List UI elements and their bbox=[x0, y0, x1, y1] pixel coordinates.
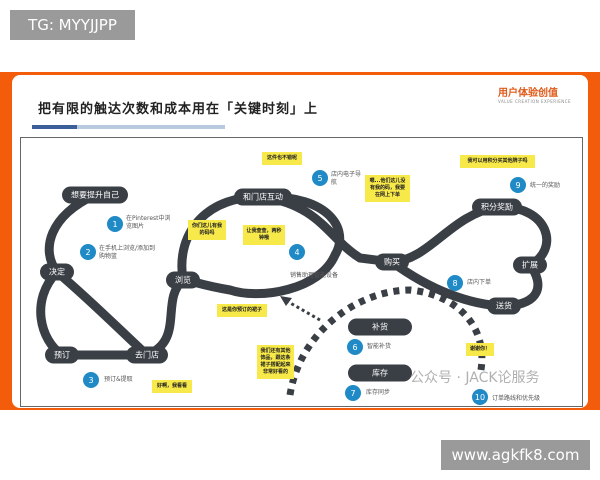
speech-bubble: 嗯...他们这儿没有我的码，我要在网上下单 bbox=[365, 175, 410, 202]
speech-bubble: 谢谢你！ bbox=[466, 343, 494, 356]
stage-buy: 购买 bbox=[375, 253, 409, 271]
step-3-text: 预订&提取 bbox=[104, 376, 133, 383]
step-10-badge: 10 bbox=[472, 389, 488, 405]
title-underline bbox=[32, 125, 225, 129]
slide-title: 把有限的触达次数和成本用在「关键时刻」上 bbox=[38, 102, 319, 117]
dotted-arrow-path bbox=[284, 298, 321, 322]
road-path bbox=[258, 192, 552, 270]
step-4-badge: 4 bbox=[289, 244, 305, 260]
step-6-badge: 6 bbox=[347, 339, 363, 355]
step-2-badge: 2 bbox=[80, 244, 96, 260]
step-7-badge: 7 bbox=[345, 385, 361, 401]
speech-bubble: 我们还有其他饰品，跟这条裙子搭配起来非常好看的 bbox=[257, 345, 294, 379]
stage-delivery: 送货 bbox=[487, 297, 521, 315]
speech-bubble: 你们这儿有我的码吗 bbox=[188, 220, 226, 240]
stage-inventory: 库存 bbox=[348, 364, 412, 382]
step-2-text: 在手机上浏览/添加到购物篮 bbox=[99, 245, 156, 260]
speech-bubble: 这件也不错呢 bbox=[262, 152, 302, 165]
stage-restock: 补货 bbox=[348, 318, 412, 336]
watermark: 公众号 · JACK论服务 bbox=[410, 370, 540, 386]
top-tag: TG: MYYJJPP bbox=[10, 10, 135, 40]
stage-decide: 决定 bbox=[40, 263, 74, 281]
speech-bubble: 我可以用积分买其他牌子吗 bbox=[460, 155, 535, 168]
speech-bubble: 好啊，我看看 bbox=[152, 380, 192, 393]
dotted-arrow-path bbox=[286, 286, 486, 396]
stage-points-reward: 积分奖励 bbox=[472, 198, 522, 216]
stage-expand: 扩展 bbox=[513, 256, 547, 274]
step-5-text: 店内电子导航 bbox=[331, 171, 362, 186]
stage-reserve: 预订 bbox=[45, 346, 79, 364]
road-path bbox=[52, 267, 152, 360]
step-4-text: 销售助理智能设备 bbox=[290, 272, 339, 279]
step-10-text: 订单路线和优先级 bbox=[492, 395, 541, 402]
journey-map-frame bbox=[20, 137, 583, 407]
stage-go-to-store: 去门店 bbox=[126, 346, 168, 364]
step-6-text: 智能补货 bbox=[367, 343, 392, 350]
stage-browse: 浏览 bbox=[166, 271, 200, 289]
logo-text: 用户体验创值 bbox=[498, 88, 558, 99]
step-8-text: 店内下单 bbox=[467, 279, 492, 286]
step-1-text: 在Pinterest中浏览图片 bbox=[126, 215, 171, 230]
arrow-head-icon bbox=[280, 296, 292, 306]
speech-bubble: 这是你预订的裙子 bbox=[217, 304, 267, 317]
step-5-badge: 5 bbox=[312, 170, 328, 186]
step-9-badge: 9 bbox=[510, 177, 526, 193]
step-7-text: 库存同步 bbox=[366, 389, 391, 396]
step-3-badge: 3 bbox=[83, 372, 99, 388]
step-8-badge: 8 bbox=[447, 275, 463, 291]
stage-store-interaction: 和门店互动 bbox=[234, 188, 292, 206]
step-1-badge: 1 bbox=[107, 216, 123, 232]
speech-bubble: 让我查查，两秒钟哦 bbox=[243, 225, 285, 245]
stage-want-improve: 想要提升自己 bbox=[62, 186, 128, 204]
site-tag: www.agkfk8.com bbox=[441, 440, 590, 470]
logo-subtitle: VALUE CREATION EXPERIENCE bbox=[498, 99, 572, 104]
step-9-text: 统一的奖励 bbox=[530, 182, 561, 189]
